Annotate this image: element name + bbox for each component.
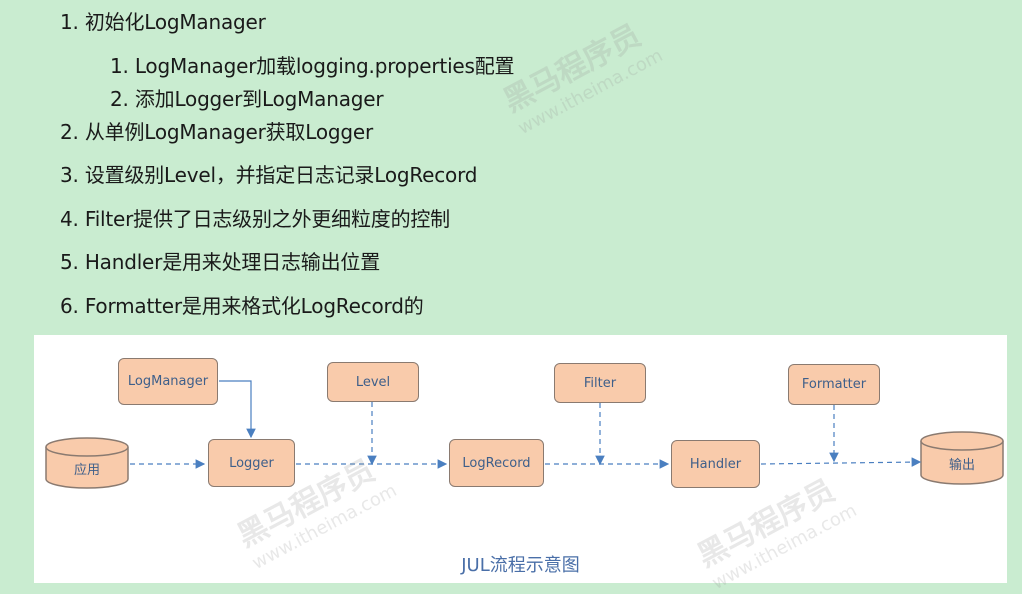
step-4: 4. Filter提供了日志级别之外更细粒度的控制 bbox=[60, 207, 450, 231]
diagram-caption: JUL流程示意图 bbox=[461, 555, 580, 576]
node-app-label: 应用 bbox=[73, 462, 100, 478]
watermark-brand: 黑马程序员 bbox=[497, 18, 647, 120]
node-level: Level bbox=[327, 362, 419, 402]
node-logmanager: LogManager bbox=[118, 358, 218, 405]
node-filter: Filter bbox=[554, 363, 646, 403]
diagram-connectors bbox=[45, 380, 1004, 489]
arrow-handler-output bbox=[760, 457, 922, 467]
node-output-label: 输出 bbox=[948, 457, 975, 473]
step-5: 5. Handler是用来处理日志输出位置 bbox=[60, 250, 380, 274]
step-6: 6. Formatter是用来格式化LogRecord的 bbox=[60, 294, 424, 318]
step-1: 1. 初始化LogManager bbox=[60, 10, 266, 34]
node-handler: Handler bbox=[671, 440, 760, 488]
jul-flow-diagram: 应用 输出 LogManager Level Filter Formatter … bbox=[34, 335, 1007, 594]
app-cylinder bbox=[45, 437, 129, 489]
watermark-top: 黑马程序员 www.itheima.com bbox=[494, 6, 666, 139]
steps-list: 1. 初始化LogManager 1. LogManager加载logging.… bbox=[60, 6, 666, 318]
output-cylinder bbox=[920, 431, 1004, 485]
step-3: 3. 设置级别Level，并指定日志记录LogRecord bbox=[60, 163, 478, 187]
step-2: 2. 从单例LogManager获取Logger bbox=[60, 120, 373, 144]
node-logger: Logger bbox=[208, 439, 295, 487]
watermark-site: www.itheima.com bbox=[514, 44, 667, 139]
step-1-1: 1. LogManager加载logging.properties配置 bbox=[110, 54, 515, 78]
arrow-logmanager-logger bbox=[219, 380, 256, 439]
step-1-2: 2. 添加Logger到LogManager bbox=[110, 87, 384, 111]
node-logrecord: LogRecord bbox=[449, 439, 544, 487]
node-formatter: Formatter bbox=[788, 364, 880, 405]
